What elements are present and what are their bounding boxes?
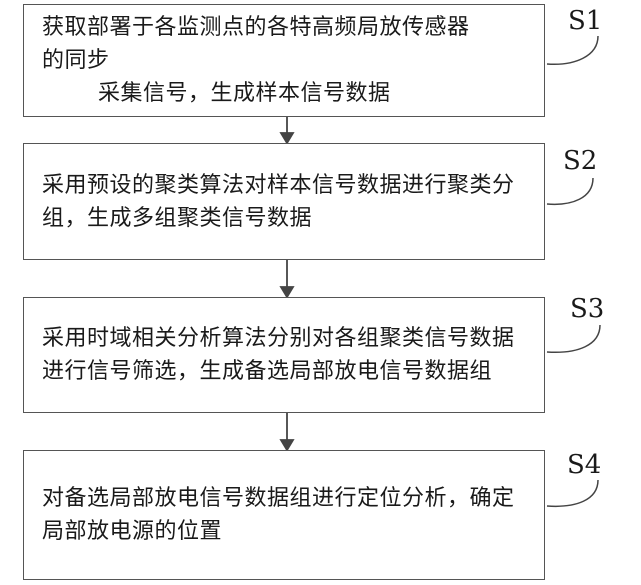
leader-s1 bbox=[546, 35, 599, 65]
step-box-s3: 采用时域相关分析算法分别对各组聚类信号数据进行信号筛选，生成备选局部放电信号数据… bbox=[23, 297, 545, 413]
step-label-s3: S3 bbox=[570, 294, 605, 324]
step-text-s1-line1: 获取部署于各监测点的各特高频局放传感器的同步 bbox=[42, 15, 470, 73]
step-text-s2: 采用预设的聚类算法对样本信号数据进行聚类分组，生成多组聚类信号数据 bbox=[42, 172, 515, 231]
step-label-s1: S1 bbox=[568, 6, 603, 36]
step-box-s2: 采用预设的聚类算法对样本信号数据进行聚类分组，生成多组聚类信号数据 bbox=[23, 143, 545, 260]
leader-s3 bbox=[546, 324, 601, 354]
leader-s2 bbox=[546, 177, 594, 206]
step-text-s3: 采用时域相关分析算法分别对各组聚类信号数据进行信号筛选，生成备选局部放电信号数据… bbox=[42, 326, 515, 384]
step-label-s4: S4 bbox=[567, 450, 602, 480]
step-text-s4: 对备选局部放电信号数据组进行定位分析，确定局部放电源的位置 bbox=[42, 486, 515, 544]
arrow-s2-s3 bbox=[279, 260, 295, 299]
step-box-s1: 获取部署于各监测点的各特高频局放传感器的同步 采集信号，生成样本信号数据 bbox=[23, 4, 545, 117]
step-label-s2: S2 bbox=[563, 146, 598, 176]
leader-s4 bbox=[546, 479, 599, 508]
step-text-s1-line2: 采集信号，生成样本信号数据 bbox=[98, 81, 391, 106]
arrow-s3-s4 bbox=[279, 413, 295, 452]
step-box-s4: 对备选局部放电信号数据组进行定位分析，确定局部放电源的位置 bbox=[23, 450, 545, 580]
arrow-s1-s2 bbox=[279, 117, 295, 145]
